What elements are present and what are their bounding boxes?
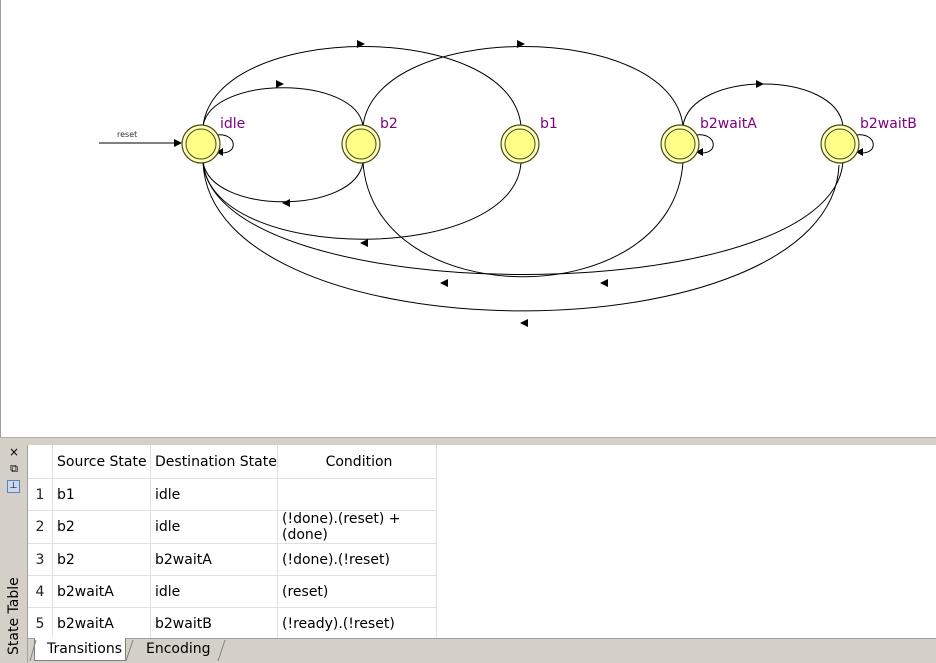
state-label-idle: idle [220, 116, 246, 132]
source-state-cell[interactable]: b2waitA [52, 607, 151, 640]
tab-encoding[interactable]: Encoding [146, 641, 211, 657]
state-table-panel-sidebar: × ⧉ ⊥ State Table [0, 445, 28, 663]
destination-state-cell[interactable]: b2waitA [150, 543, 278, 576]
transition-b2waitA-b2[interactable] [362, 161, 684, 278]
float-window-icon[interactable]: ⧉ [10, 462, 18, 475]
condition-cell[interactable]: (!done).(reset) + (done) [277, 510, 437, 544]
column-header-destination[interactable]: Destination State [150, 445, 278, 479]
source-state-cell[interactable]: b1 [52, 478, 151, 511]
transition-b1-idle[interactable] [202, 161, 522, 240]
state-label-b2waitB: b2waitB [860, 116, 917, 132]
row-number: 4 [28, 575, 53, 608]
row-number: 5 [28, 607, 53, 640]
source-state-cell[interactable]: b2 [52, 510, 151, 544]
pin-icon[interactable]: ⊥ [7, 480, 20, 493]
panel-splitter[interactable] [0, 437, 936, 445]
state-label-b2: b2 [380, 116, 398, 132]
panel-title: State Table [6, 577, 22, 655]
transition-b2-idle[interactable] [202, 161, 364, 203]
transition-idle-b2[interactable] [202, 87, 364, 127]
tab-bar: Transitions Encoding [28, 638, 936, 663]
table-row[interactable]: 1 b1 idle [28, 478, 437, 511]
destination-state-cell[interactable]: idle [150, 575, 278, 608]
reset-transition[interactable] [99, 139, 182, 147]
transition-b2waitB-idle[interactable] [202, 161, 844, 275]
close-icon[interactable]: × [8, 445, 20, 459]
condition-cell[interactable]: (!ready).(!reset) [277, 607, 437, 640]
table-row[interactable]: 2 b2 idle (!done).(reset) + (done) [28, 510, 437, 544]
condition-cell[interactable]: (reset) [277, 575, 437, 608]
state-label-b1: b1 [540, 116, 558, 132]
transition-b2waitA-idle[interactable] [202, 161, 840, 312]
state-label-b2waitA: b2waitA [700, 116, 757, 132]
state-diagram-canvas[interactable]: reset idle b2 b1 b2waitA b2waitB [0, 0, 936, 437]
source-state-cell[interactable]: b2waitA [52, 575, 151, 608]
column-header-number [28, 445, 53, 479]
table-header-row: Source State Destination State Condition [28, 445, 437, 479]
destination-state-cell[interactable]: b2waitB [150, 607, 278, 640]
state-table: Source State Destination State Condition… [28, 445, 936, 640]
table-row[interactable]: 4 b2waitA idle (reset) [28, 575, 437, 608]
state-idle[interactable] [181, 124, 221, 164]
table-row[interactable]: 5 b2waitA b2waitB (!ready).(!reset) [28, 607, 437, 640]
row-number: 2 [28, 510, 53, 544]
tab-transitions[interactable]: Transitions [34, 638, 126, 661]
condition-cell[interactable]: (!done).(!reset) [277, 543, 437, 576]
destination-state-cell[interactable]: idle [150, 478, 278, 511]
source-state-cell[interactable]: b2 [52, 543, 151, 576]
transitions-table: Source State Destination State Condition… [28, 445, 437, 640]
state-diagram [99, 40, 874, 327]
transition-b2-b2waitA[interactable] [362, 46, 684, 127]
row-number: 1 [28, 478, 53, 511]
column-header-source[interactable]: Source State [52, 445, 151, 479]
state-b2waitB[interactable] [820, 124, 860, 164]
destination-state-cell[interactable]: idle [150, 510, 278, 544]
state-b2waitA[interactable] [660, 124, 700, 164]
table-row[interactable]: 3 b2 b2waitA (!done).(!reset) [28, 543, 437, 576]
state-b1[interactable] [500, 124, 540, 164]
tab-outline [29, 639, 226, 662]
condition-cell[interactable] [277, 478, 437, 511]
column-header-condition[interactable]: Condition [277, 445, 437, 479]
transition-idle-b1[interactable] [202, 46, 522, 127]
state-b2[interactable] [341, 124, 381, 164]
reset-label: reset [117, 130, 138, 139]
row-number: 3 [28, 543, 53, 576]
